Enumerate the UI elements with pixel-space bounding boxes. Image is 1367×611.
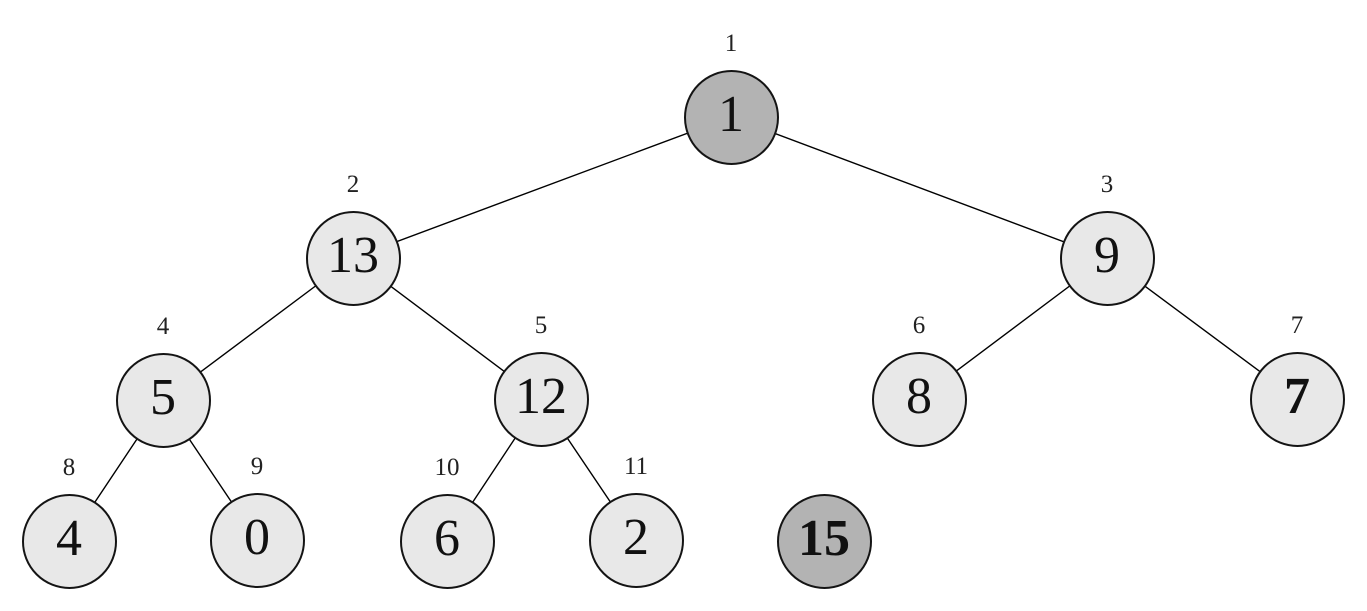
- node-index-5: 5: [534, 312, 548, 339]
- node-value-15: 15: [798, 510, 850, 567]
- node-value-6: 6: [434, 510, 460, 567]
- node-value-12: 12: [515, 368, 567, 425]
- node-index-11: 11: [623, 453, 649, 480]
- node-value-1: 1: [718, 86, 744, 143]
- tree-node-8: 4: [21, 493, 117, 589]
- node-index-10: 10: [434, 454, 460, 481]
- node-value-9: 9: [1094, 227, 1120, 284]
- tree-node-15-detached: 15: [776, 493, 872, 589]
- tree-node-4: 5: [115, 352, 211, 448]
- node-value-5: 5: [150, 369, 176, 426]
- node-value-0: 0: [244, 509, 270, 566]
- edge-1-2: [352, 116, 732, 259]
- tree-node-9: 0: [209, 492, 305, 588]
- node-value-2: 2: [623, 509, 649, 566]
- node-value-8: 8: [906, 368, 932, 425]
- tree-node-10: 6: [399, 493, 495, 589]
- tree-node-2: 13: [305, 210, 401, 306]
- node-value-4: 4: [56, 510, 82, 567]
- tree-node-5: 12: [493, 351, 589, 447]
- tree-node-11: 2: [588, 492, 684, 588]
- node-index-2: 2: [346, 171, 360, 198]
- node-index-4: 4: [156, 313, 170, 340]
- tree-node-6: 8: [871, 351, 967, 447]
- node-index-1: 1: [724, 30, 738, 57]
- node-index-7: 7: [1290, 312, 1304, 339]
- node-index-8: 8: [62, 454, 76, 481]
- edge-1-3: [730, 116, 1108, 259]
- node-value-13: 13: [327, 227, 379, 284]
- node-value-7: 7: [1284, 368, 1310, 425]
- node-index-9: 9: [250, 453, 264, 480]
- tree-node-3: 9: [1059, 210, 1155, 306]
- node-index-6: 6: [912, 312, 926, 339]
- tree-node-1: 1: [683, 69, 779, 165]
- node-index-3: 3: [1100, 171, 1114, 198]
- tree-node-7: 7: [1249, 351, 1345, 447]
